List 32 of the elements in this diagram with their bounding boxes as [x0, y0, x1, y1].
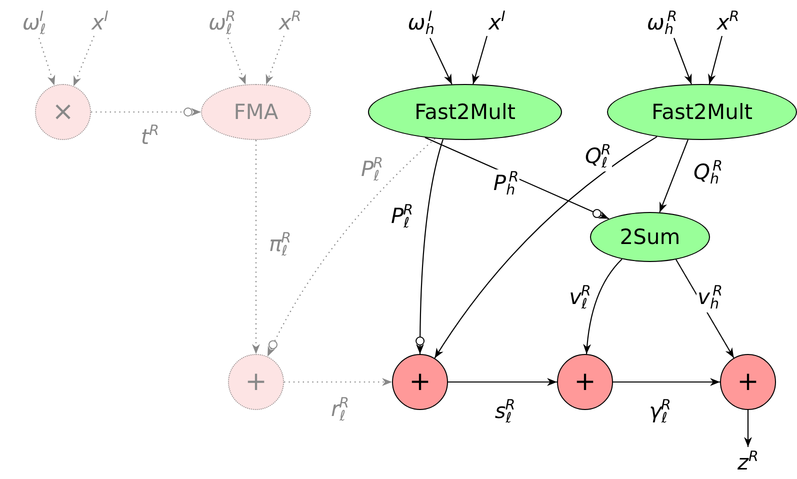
operator-circle: + [228, 354, 284, 410]
variable-label: x$^{I}$ [488, 10, 506, 34]
operation-ellipse: FMA [201, 84, 311, 140]
arrow [448, 378, 557, 386]
arrow [416, 139, 444, 354]
operator-circle: + [392, 354, 448, 410]
arrow [708, 36, 723, 84]
operation-ellipse: Fast2Mult [368, 84, 562, 140]
arrow [583, 258, 622, 354]
variable-label: x$^{I}$ [92, 10, 108, 34]
arrow [613, 378, 720, 386]
variable-label: z$^{R}$ [738, 450, 758, 474]
arrow [472, 36, 488, 84]
variable-label: x$^{R}$ [716, 10, 740, 34]
operator-circle: + [557, 354, 613, 410]
arrow [73, 36, 94, 86]
arrow [744, 410, 752, 447]
operation-ellipse: 2Sum [590, 212, 710, 262]
arrow [659, 140, 689, 213]
arrow [91, 108, 201, 116]
arrow [430, 38, 452, 84]
operator-circle: × [35, 84, 91, 140]
arrow [38, 38, 56, 86]
variable-label: x$^{R}$ [278, 10, 302, 34]
operation-ellipse: Fast2Mult [607, 84, 797, 140]
arrow [252, 140, 260, 354]
arrow [227, 38, 246, 85]
arrow [266, 36, 285, 85]
arrow [673, 38, 692, 84]
arrow [434, 136, 658, 358]
operator-circle: + [720, 354, 776, 410]
arrow [284, 378, 392, 386]
